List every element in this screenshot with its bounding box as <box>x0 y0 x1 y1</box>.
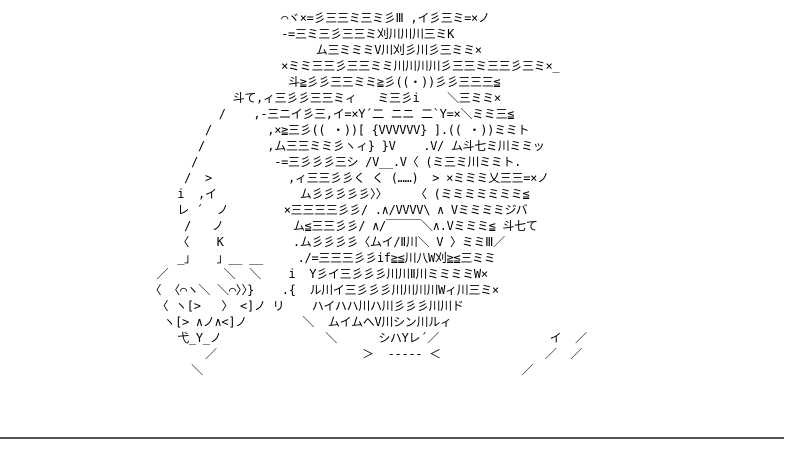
art-line: i ,イ ム彡彡彡彡彡〉〉 〈 (ミミミミミミミ≦ <box>108 187 530 201</box>
art-line: / ノ ム≦三三彡彡/ ∧/￣￣￣＼∧.Vミミミ≦ 斗七て <box>108 219 538 233</box>
art-line: ×ミミ三三彡三三ミミ川川川川彡三三ミ三三彡三ミ×_ <box>108 59 560 73</box>
art-line: 〈 〈⌒ヽ＼ ＼⌒〉〉} .{ ル川イ三彡彡彡川川川川Wィ川三ミ× <box>108 283 500 297</box>
art-line: / ,×≧三彡(( ・))[ {VVVVVV} ].(( ・))ミミト <box>108 123 530 137</box>
art-line: / > ,ィ三三彡彡く く (……) > ×ミミミ乂三三=×ノ <box>108 171 549 185</box>
art-line: ＼ ／ <box>108 363 534 377</box>
art-line: 斗て,ィ三彡彡三三ミィ ミ三彡i ＼三ミミ× <box>108 91 501 105</box>
art-line: _」 」__ __ ./=三三三彡彡if≧≦川八W刈≧≦三ミミ <box>108 251 496 265</box>
art-line: ム三ミミミV川刈彡川彡三ミミ× <box>108 43 482 57</box>
horizontal-divider <box>0 437 784 439</box>
art-line: / ,-三ニイ彡三,イ=×Y´二 ニニ 二`Y=×＼ミミ三≦ <box>108 107 515 121</box>
art-line: ヽ[> ∧ノ∧<]ノ ＼ ムイムへV川シン川ルィ <box>108 315 452 329</box>
art-line: / ,ム三三ミミ彡ヽィ} }V .V/ ム斗七ミ川ミミッ <box>108 139 545 153</box>
art-line: 弋_Y_ノ ＼ シハYレ´／ イ ／ <box>108 331 587 345</box>
art-line: ⌒ヾ×=彡三三ミ三ミ彡Ⅲ ,イ彡三ミ=×ノ <box>108 11 490 25</box>
art-line: ／ ＼ ＼ i Y彡イ三彡彡彡川川Ⅱ川ミミミミW× <box>108 267 488 281</box>
art-line: レ ´ ノ ×三三三三彡彡/ .∧/VVVV\ ∧ Vミミミミジバ <box>108 203 528 217</box>
art-line: 斗≧彡彡三三ミミ≧彡((・))彡彡三三三≦ <box>108 75 501 89</box>
art-line: 〈 ヽ[> 〉 <]ノ リ ハイハハ川ハ川彡彡彡川川ド <box>108 299 464 313</box>
art-line: 〈 K .ム彡彡彡彡〈ムイ/Ⅱ川＼ V 〉ミミⅢ／ <box>108 235 505 249</box>
ascii-art: ⌒ヾ×=彡三三ミ三ミ彡Ⅲ ,イ彡三ミ=×ノ -=三ミ三彡三三ミ刈川川川三ミK ム… <box>108 10 588 378</box>
art-line: / -=三彡彡彡三シ /V__.V〈 (ミ三ミ川ミミト. <box>108 155 522 169</box>
art-line: -=三ミ三彡三三ミ刈川川川三ミK <box>108 27 454 41</box>
art-line: ／ ＞ ----- ＜ ／ ／ <box>108 347 582 361</box>
